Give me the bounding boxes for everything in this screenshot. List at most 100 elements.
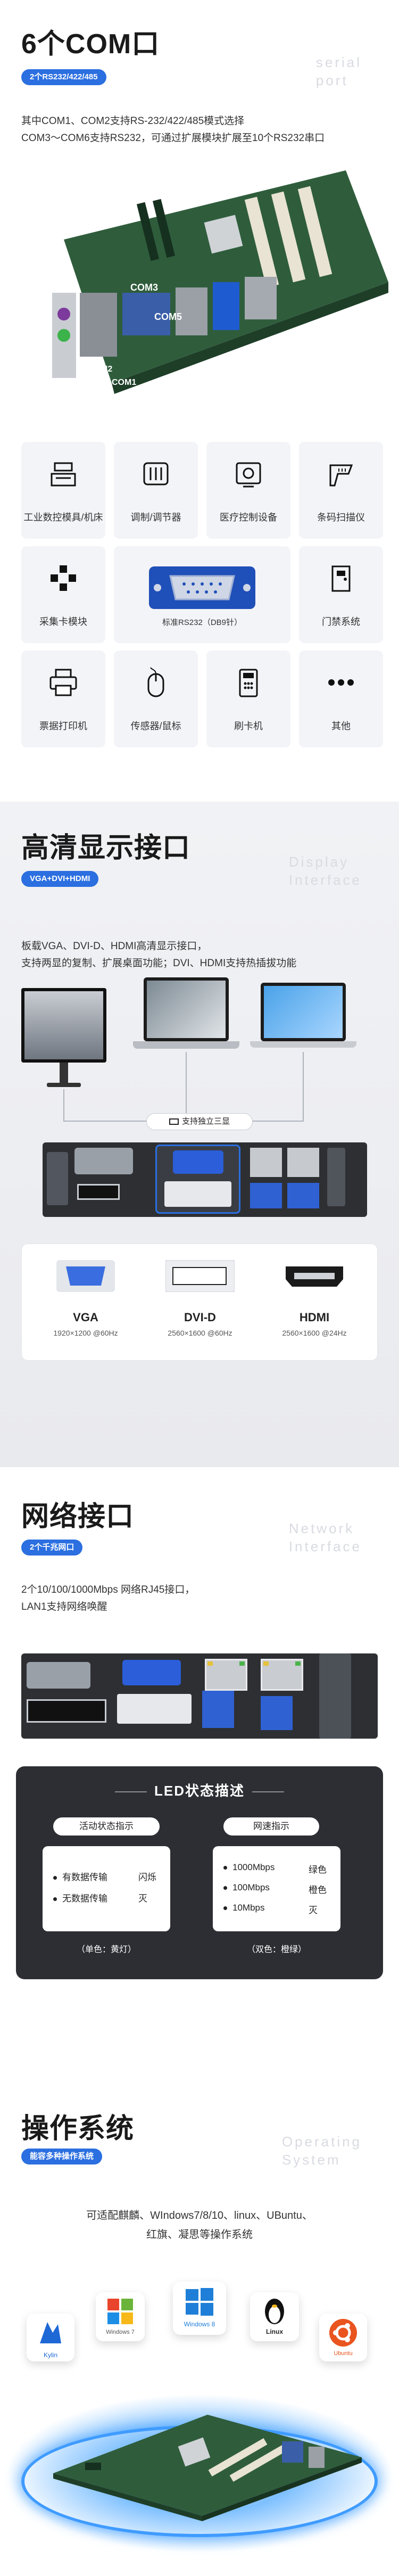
printer-icon (49, 669, 77, 696)
network-badge: 2个千兆网口 (21, 1540, 83, 1556)
hdmi-port-icon (286, 1266, 343, 1287)
display-title: 高清显示接口 (21, 833, 191, 863)
activity-title: 活动状态指示 (53, 1817, 160, 1836)
hdmi-resolution: 2560×1600 @24Hz (282, 1329, 347, 1337)
device-label: 刷卡机 (234, 721, 263, 731)
device-tile-medical: 医疗控制设备 (206, 442, 290, 539)
barcode-scanner-icon (329, 464, 353, 487)
device-tile-scanner: 条码扫描仪 (299, 442, 383, 539)
os-logo-ubuntu: Ubuntu (319, 2314, 367, 2361)
network-io-panel (21, 1653, 378, 1739)
dvi-resolution: 2560×1600 @60Hz (168, 1329, 232, 1337)
device-tile-modem: 调制/调节器 (114, 442, 198, 539)
ubuntu-logo-icon (329, 2319, 357, 2347)
modem-icon (143, 462, 169, 485)
led-title: LED状态描述 (16, 1780, 383, 1800)
led-status-panel: LED状态描述 活动状态指示 有数据传输 闪烁 无数据传输 灭 （单色：黄灯） … (16, 1766, 383, 1979)
device-tile-card-reader: 刷卡机 (206, 651, 290, 747)
door-access-icon (331, 565, 351, 592)
os-title: 操作系统 (21, 2113, 135, 2144)
os-logo-win8: Windows 8 (173, 2282, 226, 2335)
connection-lines (63, 1052, 304, 1122)
device-tile-cnc: 工业数控模具/机床 (21, 442, 105, 539)
board-label-com5: COM5 (154, 311, 182, 322)
windows8-logo-icon (186, 2288, 213, 2316)
vga-name: VGA (73, 1311, 98, 1324)
more-icon (328, 679, 354, 686)
device-tile-printer: 票据打印机 (21, 651, 105, 747)
device-label: 门禁系统 (322, 616, 360, 627)
device-label: 医疗控制设备 (220, 512, 277, 523)
dvi-port-icon (165, 1260, 235, 1293)
display-badge: VGA+DVI+HDMI (21, 871, 99, 887)
lan1-port (205, 1659, 247, 1691)
speed-value: 灭 (309, 1905, 318, 1915)
monitor-laptop-1 (133, 977, 239, 1089)
os-logo-win7: Windows 7 (96, 2292, 145, 2341)
display-io-panel (43, 1142, 367, 1217)
device-tile-capture: 采集卡模块 (21, 546, 105, 643)
dvi-name: DVI-D (184, 1311, 216, 1324)
vga-resolution: 1920×1200 @60Hz (53, 1329, 118, 1337)
os-logo-kylin: Kylin (27, 2314, 74, 2361)
lan2-port (261, 1659, 303, 1691)
board-label-com2: COM2 (88, 365, 113, 374)
speed-foot: （双色：橙绿） (246, 1945, 306, 1954)
device-label: 票据打印机 (39, 721, 87, 731)
hdmi-port-item: HDMI 2560×1600 @24Hz (261, 1260, 368, 1337)
os-board-image (53, 2415, 362, 2521)
activity-card: 有数据传输 闪烁 无数据传输 灭 (43, 1846, 170, 1931)
os-badge: 能容多种操作系统 (21, 2149, 103, 2165)
kylin-logo-icon (40, 2322, 61, 2343)
device-tile-sensor: 传感器/鼠标 (114, 651, 198, 747)
mouse-icon (147, 667, 164, 697)
windows7-logo-icon (107, 2299, 133, 2324)
gamepad-icon (51, 565, 76, 591)
card-reader-icon (239, 669, 258, 697)
device-label: 调制/调节器 (130, 512, 181, 523)
vga-port-item: VGA 1920×1200 @60Hz (32, 1260, 139, 1337)
vga-dvi-highlight (155, 1145, 240, 1214)
activity-row: 无数据传输 (53, 1891, 107, 1904)
device-label: 传感器/鼠标 (130, 721, 181, 731)
rs232-caption: 标准RS232（DB9针） (162, 618, 243, 627)
os-logo-linux: Linux (250, 2292, 299, 2341)
com-badge: 2个RS232/422/485 (21, 69, 106, 85)
activity-value: 灭 (138, 1894, 147, 1904)
board-label-com1: COM1 (112, 378, 137, 387)
cash-register-icon (51, 462, 76, 487)
speed-card: 1000Mbps 绿色 100Mbps 橙色 10Mbps 灭 (213, 1846, 340, 1931)
board-label-com3: COM3 (130, 282, 159, 293)
tux-logo-icon (265, 2299, 284, 2324)
speed-title: 网速指示 (223, 1817, 319, 1836)
display-description: 板载VGA、DVI-D、HDMI高清显示接口， 支持两显的复制、扩展桌面功能；D… (21, 941, 297, 969)
vga-port-icon (56, 1260, 115, 1292)
device-label: 工业数控模具/机床 (23, 512, 103, 523)
com-title: 6个COM口 (21, 29, 160, 60)
speed-row: 10Mbps (223, 1903, 264, 1913)
monitor-icon (169, 1118, 179, 1125)
speed-row: 1000Mbps (223, 1862, 275, 1873)
com-board-image: COM3 COM5 COM2 COM1 (48, 160, 388, 410)
dvi-port-item: DVI-D 2560×1600 @60Hz (147, 1260, 253, 1337)
medical-monitor-icon (236, 462, 261, 488)
display-ports-card: VGA 1920×1200 @60Hz DVI-D 2560×1600 @60H… (21, 1244, 378, 1361)
device-label: 条码扫描仪 (317, 512, 365, 523)
device-tile-access: 门禁系统 (299, 546, 383, 643)
network-title: 网络接口 (21, 1501, 135, 1532)
device-label: 其他 (331, 721, 351, 731)
monitor-desktop (21, 988, 106, 1094)
com-description: 其中COM1、COM2支持RS-232/422/485模式选择 COM3～COM… (21, 116, 325, 144)
speed-value: 绿色 (309, 1865, 327, 1875)
speed-value: 橙色 (309, 1885, 327, 1895)
monitor-laptop-2 (250, 983, 356, 1089)
activity-foot: （单色：黄灯） (76, 1945, 136, 1954)
